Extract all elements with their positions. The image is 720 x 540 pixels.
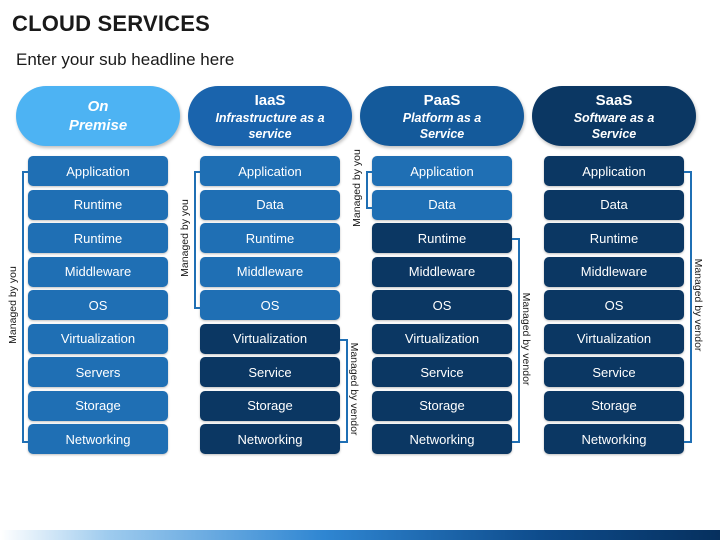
layer-box: Virtualization [544, 323, 684, 354]
layer-box: Application [372, 156, 512, 186]
header-title: SaaS [595, 91, 633, 109]
layer-box: OS [200, 290, 340, 320]
layer-box: Virtualization [372, 323, 512, 354]
layer-box: Storage [544, 390, 684, 421]
layer-box: Service [200, 357, 340, 387]
bracket-managed-by-you [22, 171, 30, 443]
layer-box: Networking [200, 424, 340, 454]
layer-box: Networking [544, 424, 684, 454]
bottom-gradient-bar [0, 530, 720, 540]
layer-box: Storage [28, 390, 168, 421]
layer-box: OS [372, 290, 512, 320]
label-managed-by-you: Managed by you [7, 266, 19, 344]
layer-box: Runtime [28, 223, 168, 253]
layer-box: Runtime [28, 189, 168, 220]
layer-box: Storage [200, 390, 340, 421]
header-title: IaaS [254, 91, 286, 109]
bracket-managed-by-vendor [512, 238, 520, 443]
label-managed-by-vendor: Managed by vendor [348, 342, 360, 436]
header-title: On [87, 98, 109, 115]
layer-box: Data [372, 189, 512, 220]
page-subtitle: Enter your sub headline here [16, 50, 235, 69]
layer-box: Data [544, 189, 684, 220]
layer-box: Middleware [28, 256, 168, 287]
layer-box: Service [372, 357, 512, 387]
layer-box: Middleware [544, 256, 684, 287]
bracket-managed-by-you [194, 171, 202, 309]
layer-box: Virtualization [28, 323, 168, 354]
layer-box: Application [544, 156, 684, 186]
layer-box: Middleware [372, 256, 512, 287]
layer-box: Runtime [372, 223, 512, 253]
layer-box: Application [28, 156, 168, 186]
layer-box: OS [28, 290, 168, 320]
layer-box: Storage [372, 390, 512, 421]
layer-box: Networking [28, 424, 168, 454]
header-subtitle: Premise [68, 117, 128, 134]
bracket-managed-by-you [366, 171, 374, 209]
header-subtitle: Platform as a Service [402, 110, 482, 141]
layer-box: Middleware [200, 256, 340, 287]
layer-box: Servers [28, 357, 168, 387]
page-title: CLOUD SERVICES [12, 11, 210, 36]
header-title: PaaS [423, 91, 461, 109]
layer-box: Data [200, 189, 340, 220]
bracket-managed-by-vendor [684, 171, 692, 443]
layer-box: OS [544, 290, 684, 320]
label-managed-by-vendor: Managed by vendor [692, 258, 704, 352]
layer-box: Runtime [544, 223, 684, 253]
layer-box: Virtualization [200, 323, 340, 354]
layer-box: Networking [372, 424, 512, 454]
layer-box: Service [544, 357, 684, 387]
layer-box: Runtime [200, 223, 340, 253]
label-managed-by-you: Managed by you [179, 199, 191, 277]
header-subtitle: Infrastructure as a service [215, 110, 325, 141]
bracket-managed-by-vendor [340, 338, 348, 443]
header-subtitle: Software as a Service [573, 110, 655, 141]
label-managed-by-vendor: Managed by vendor [520, 292, 532, 385]
layer-box: Application [200, 156, 340, 186]
label-managed-by-you: Managed by you [351, 148, 363, 227]
